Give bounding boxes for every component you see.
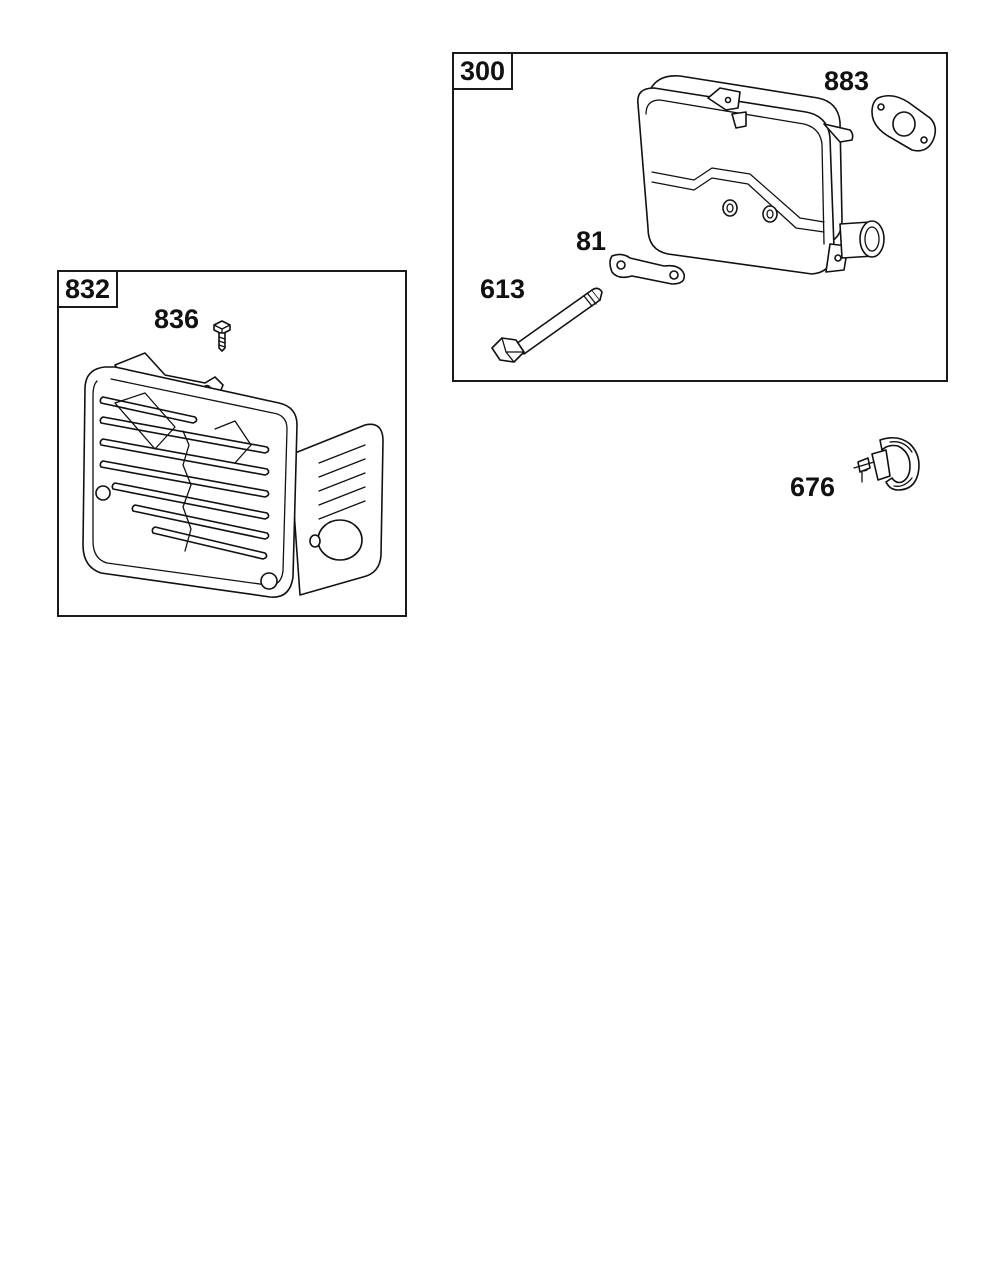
muffler-300-illustration	[628, 68, 900, 282]
callout-81: 81	[576, 226, 607, 256]
assembly-832-frame: 832	[57, 270, 407, 617]
lock-plate-81-illustration	[606, 252, 688, 288]
assembly-832-tag: 832	[57, 270, 119, 308]
clamp-676-illustration	[850, 432, 924, 494]
gasket-883-illustration	[868, 92, 940, 158]
callout-883: 883	[824, 66, 870, 96]
muffler-guard-832-illustration	[75, 345, 395, 600]
screw-836-illustration	[210, 318, 234, 352]
callout-676: 676	[790, 472, 836, 502]
assembly-300-frame: 300	[452, 52, 948, 382]
assembly-300-tag: 300	[452, 52, 514, 90]
bolt-613-illustration	[488, 282, 608, 366]
callout-836: 836	[154, 304, 200, 334]
callout-613: 613	[480, 274, 526, 304]
